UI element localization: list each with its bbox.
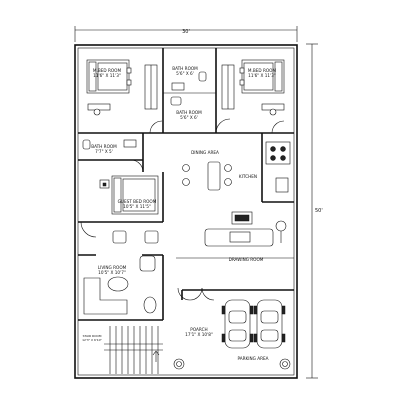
living-size: 10'5" X 10'7" [98, 270, 126, 275]
stair-size: 12'3" X 6'10" [82, 338, 102, 342]
car-1 [221, 299, 254, 349]
living-room: LIVING ROOM 10'5" X 10'7" [83, 230, 159, 315]
bath-left: BATH ROOM 7'7" X 5' [82, 139, 144, 173]
toilet-top [198, 71, 207, 82]
car-2 [253, 299, 286, 349]
main-entrance-door [177, 287, 215, 301]
bedroom-left-name: M.BED ROOM [93, 68, 122, 73]
stove [265, 141, 291, 165]
bath-middle-name: BATH ROOM [176, 110, 202, 115]
living-name: LIVING ROOM [98, 265, 127, 270]
kitchen: KITCHEN [239, 141, 291, 193]
plant-1 [173, 358, 185, 370]
bath-middle: BATH ROOM 5'6" X 6' [170, 96, 231, 134]
porch-name: POARCH [190, 327, 207, 332]
bath-middle-size: 5'6" X 6' [180, 115, 198, 120]
depth-label: 50' [315, 208, 323, 214]
bath-top-name: BATH ROOM [172, 66, 198, 71]
dining-name: DINING AREA [191, 150, 219, 155]
outer-wall-inner-line [77, 47, 295, 376]
width-label: 30' [182, 29, 190, 35]
dining-area: DINING AREA [182, 150, 232, 191]
stair-name: STAIR ROOM [83, 334, 102, 338]
stair-treads [104, 326, 163, 374]
bedroom-right-name: M.BED ROOM [248, 68, 277, 73]
living-table [107, 276, 129, 292]
bath-left-name: BATH ROOM [91, 144, 117, 149]
basin-top [171, 82, 185, 91]
armchair-1 [112, 230, 127, 244]
door-bath-middle [215, 118, 231, 134]
outer-wall [74, 44, 298, 379]
basin-left [123, 139, 137, 148]
coffee-table [229, 231, 251, 243]
kitchen-name: KITCHEN [239, 174, 257, 179]
lamp [275, 220, 287, 232]
guest-bedroom-size: 10'5" X 11'5" [123, 204, 151, 209]
guest-bedroom: GUEST BED ROOM 10'5" X 11'5" [80, 175, 159, 238]
door-bedroom-left [149, 120, 163, 134]
bedroom-left: M.BED ROOM 11'6" X 11'3" [86, 59, 163, 134]
width-dimension: 30' [74, 26, 298, 42]
bath-top-size: 5'6" X 6' [176, 71, 194, 76]
stair-room: STAIR ROOM 12'3" X 6'10" [82, 326, 163, 374]
bath-left-size: 7'7" X 5' [95, 149, 113, 154]
desk-left [87, 103, 111, 111]
door-guest-bedroom [80, 221, 97, 238]
depth-dimension: 50' [306, 43, 323, 379]
bedroom-right-size: 11'6" X 11'3" [248, 73, 276, 78]
drawing-name: DRAWING ROOM [229, 257, 264, 262]
bath-top: BATH ROOM 5'6" X 6' [171, 66, 207, 91]
living-pouf [143, 296, 157, 314]
drawing-room: DRAWING ROOM [204, 211, 287, 262]
armchair-3 [139, 255, 156, 272]
bedroom-left-size: 11'6" X 11'3" [93, 73, 121, 78]
guest-bedroom-name: GUEST BED ROOM [118, 199, 157, 204]
porch: POARCH 17'1" X 10'8" [173, 327, 291, 370]
door-bath-left [130, 159, 144, 173]
toilet-left [82, 139, 91, 150]
dining-table [207, 161, 221, 191]
interior-walls [78, 48, 294, 321]
door-bedroom-right [271, 120, 285, 134]
basin-middle [170, 96, 182, 106]
parking-area: PARKING AREA [221, 299, 286, 361]
porch-size: 17'1" X 10'8" [185, 332, 213, 337]
parking-name: PARKING AREA [237, 356, 268, 361]
sofa-living [83, 277, 128, 315]
kitchen-sink [275, 177, 289, 193]
plant-2 [279, 358, 291, 370]
bedroom-right: M.BED ROOM 11'6" X 11'3" [221, 59, 285, 134]
armchair-2 [144, 230, 159, 244]
